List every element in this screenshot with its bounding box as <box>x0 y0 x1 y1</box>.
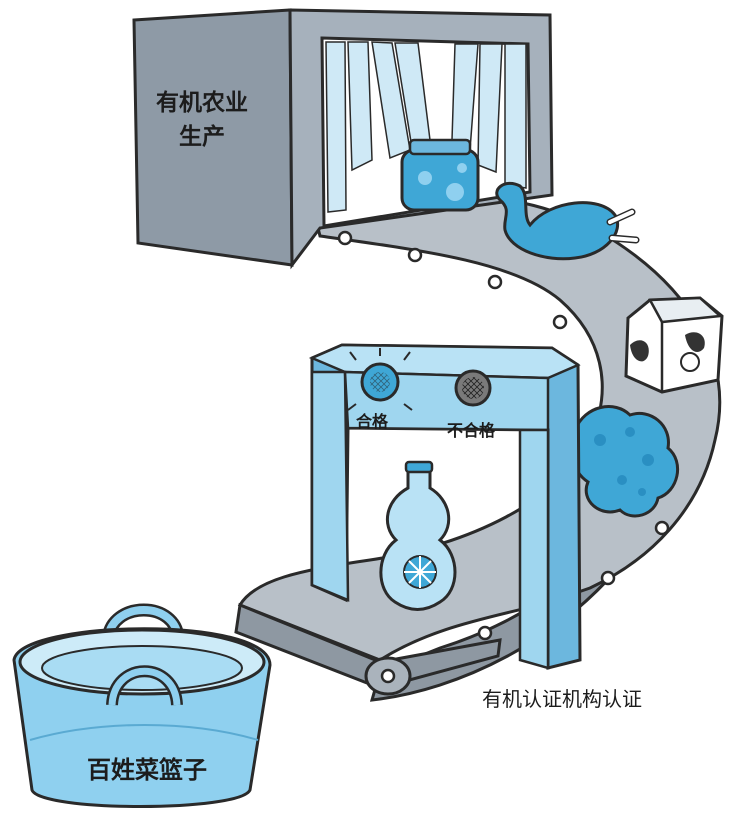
broccoli-icon <box>569 405 679 518</box>
fail-light-label: 不合格 <box>447 421 496 440</box>
factory-building <box>132 8 554 270</box>
factory-label-line1: 有机农业 <box>156 90 248 116</box>
inspection-arch <box>308 343 582 670</box>
curtain <box>325 41 527 213</box>
factory-label: 有机农业 生产 <box>138 86 266 154</box>
basket-label: 百姓菜篮子 <box>87 756 207 784</box>
milk-bottle-icon <box>379 460 457 611</box>
pass-light-label: 合格 <box>356 412 389 431</box>
basket-icon <box>12 603 272 808</box>
certification-label: 有机认证机构认证 <box>482 687 642 711</box>
factory-label-line2: 生产 <box>179 124 225 150</box>
milk-carton-icon <box>624 296 724 394</box>
pass-light-icon <box>347 348 413 411</box>
fail-light-icon <box>454 369 492 407</box>
jar-icon <box>400 138 480 212</box>
chicken-icon <box>495 181 640 261</box>
